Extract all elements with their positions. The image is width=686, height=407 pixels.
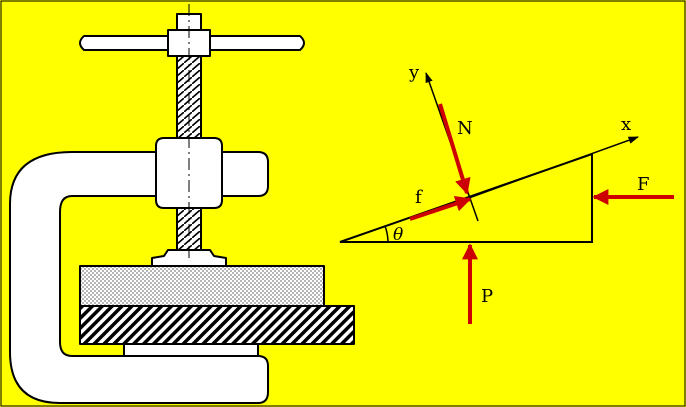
workpiece-lower <box>79 305 355 345</box>
axis-x <box>465 136 639 200</box>
force-F-label: F <box>637 174 650 195</box>
force-f-label: f <box>415 187 423 208</box>
force-f-arrow <box>409 195 472 221</box>
angle-arc <box>384 225 389 243</box>
clamp-frame <box>9 151 269 404</box>
clamp-collar <box>155 137 223 209</box>
angle-label: θ <box>393 225 403 245</box>
force-P-label: P <box>481 286 493 307</box>
clamp-lower-jaw <box>123 343 259 357</box>
force-N-arrow <box>438 103 471 195</box>
force-N-label: N <box>457 118 473 139</box>
axis-y-label: y <box>408 62 420 83</box>
workpiece-upper <box>79 265 325 307</box>
axis-x-label: x <box>621 114 631 135</box>
c-clamp <box>9 13 355 404</box>
